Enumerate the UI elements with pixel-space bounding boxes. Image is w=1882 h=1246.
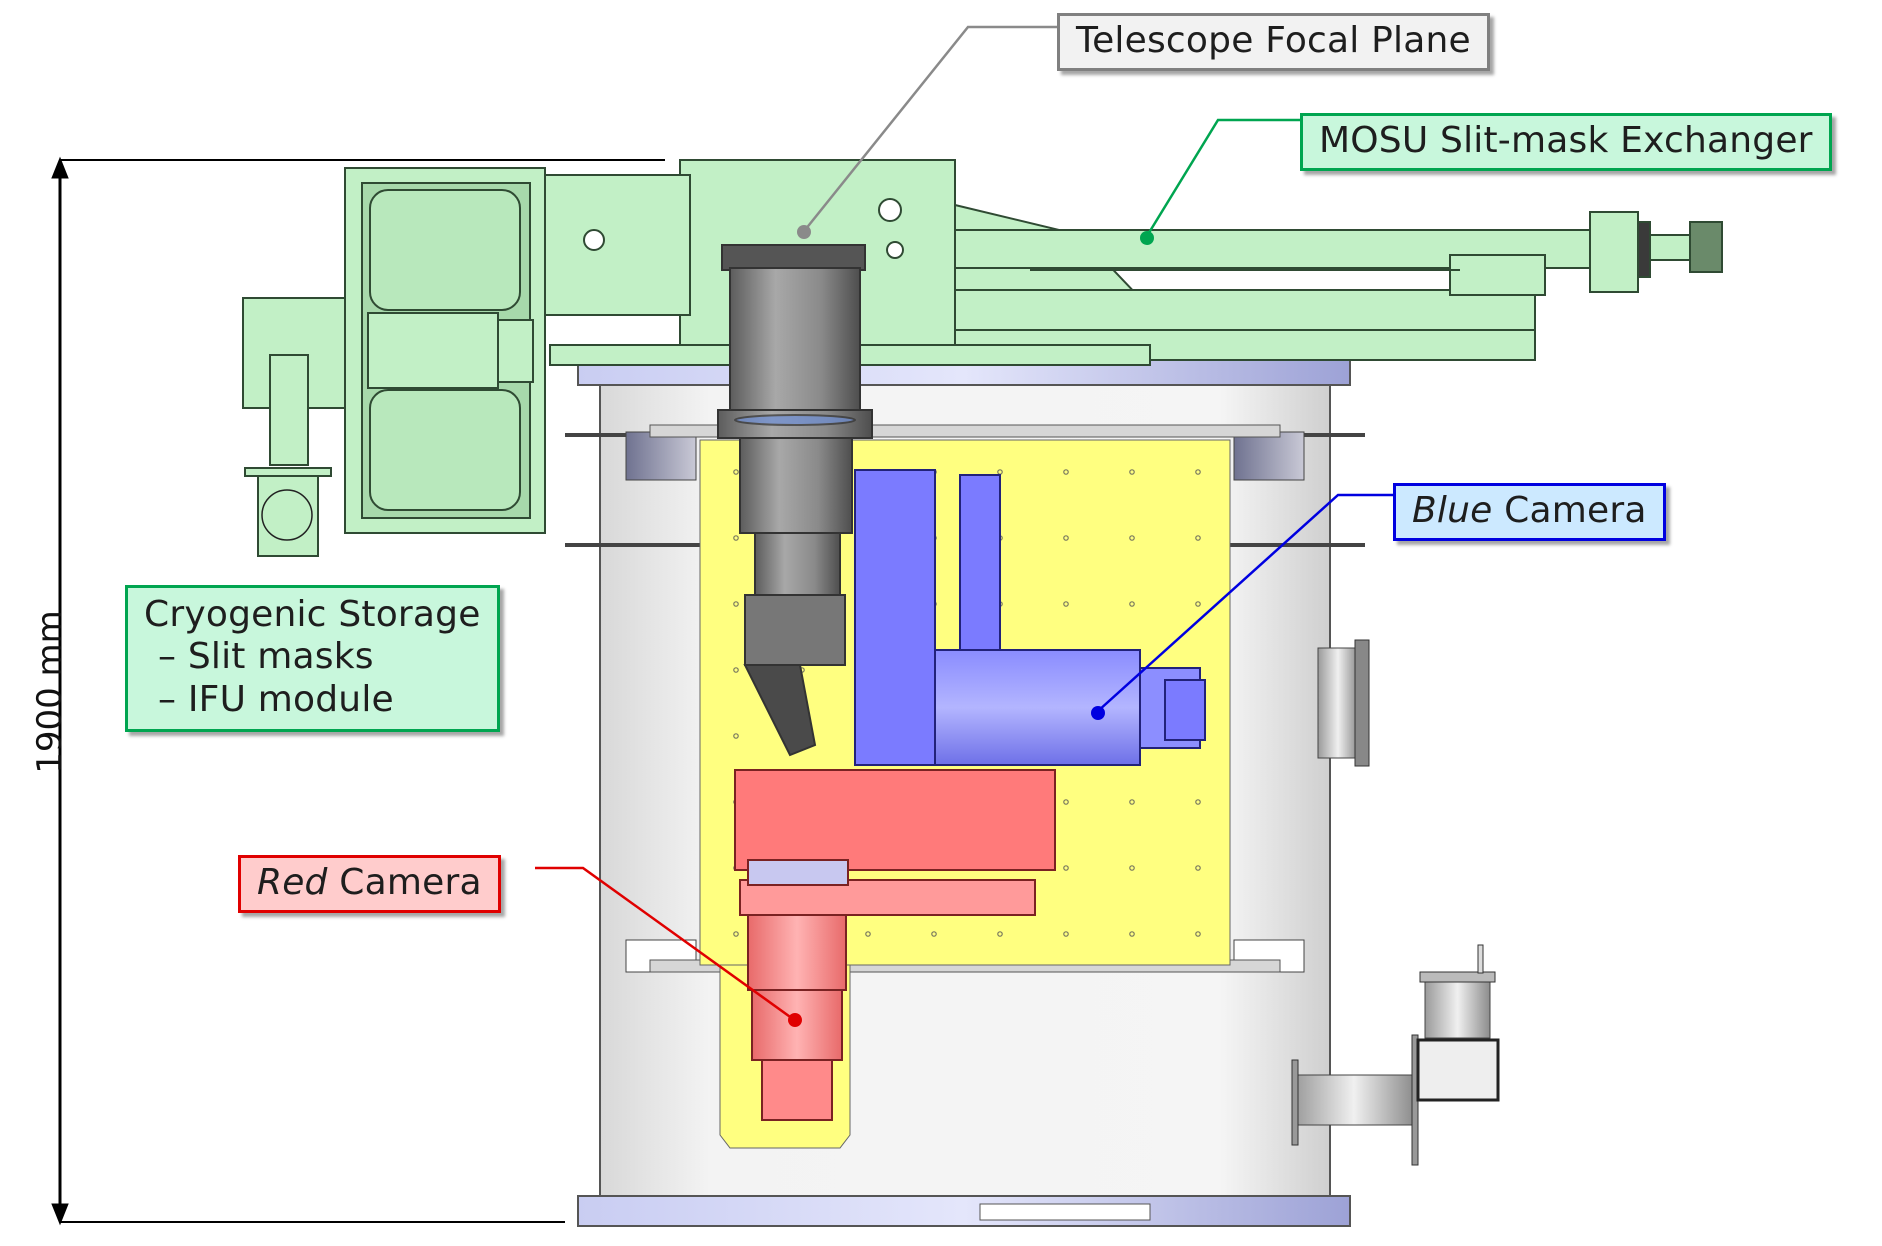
red-camera-marker xyxy=(788,1013,802,1027)
callout-text: Camera xyxy=(327,862,482,903)
callout-text: MOSU Slit-mask Exchanger xyxy=(1319,120,1813,161)
slit-mask-exchanger xyxy=(242,159,1723,557)
storage-title: Cryogenic Storage xyxy=(144,594,481,635)
exchanger-leader xyxy=(1145,118,1300,237)
exchanger-hole xyxy=(886,241,904,259)
collimator-barrel xyxy=(717,244,873,757)
callout-telescope-focal-plane: Telescope Focal Plane xyxy=(1057,13,1490,72)
arrow-up-icon xyxy=(51,156,69,179)
storage-item-slit-masks: – Slit masks xyxy=(158,636,374,678)
storage-item-ifu-module: – IFU module xyxy=(158,678,394,720)
red-camera-leader xyxy=(535,866,794,1021)
focal-plane-marker xyxy=(797,225,811,239)
arrow-down-icon xyxy=(51,1203,69,1226)
callout-slit-mask-exchanger: MOSU Slit-mask Exchanger xyxy=(1300,113,1832,172)
dimension-line xyxy=(51,156,665,1226)
callout-emph: Blue xyxy=(1412,490,1493,531)
blue-camera-marker xyxy=(1091,706,1105,720)
callout-emph: Red xyxy=(257,862,328,903)
callout-blue-camera: Blue Camera xyxy=(1393,483,1666,542)
callout-cryogenic-storage: Cryogenic Storage – Slit masks – IFU mod… xyxy=(125,585,500,733)
blue-camera-assembly xyxy=(854,469,1206,766)
focal-plane-leader xyxy=(804,25,1057,231)
dimension-label: 1900 mm xyxy=(29,610,70,774)
callout-text: Telescope Focal Plane xyxy=(1076,20,1471,61)
vacuum-valve-port xyxy=(1291,944,1500,1166)
side-port-right xyxy=(1317,639,1370,767)
blue-camera-leader xyxy=(1097,493,1395,712)
callout-text: Camera xyxy=(1492,490,1647,531)
callout-red-camera: Red Camera xyxy=(238,855,501,914)
exchanger-marker xyxy=(1140,231,1154,245)
